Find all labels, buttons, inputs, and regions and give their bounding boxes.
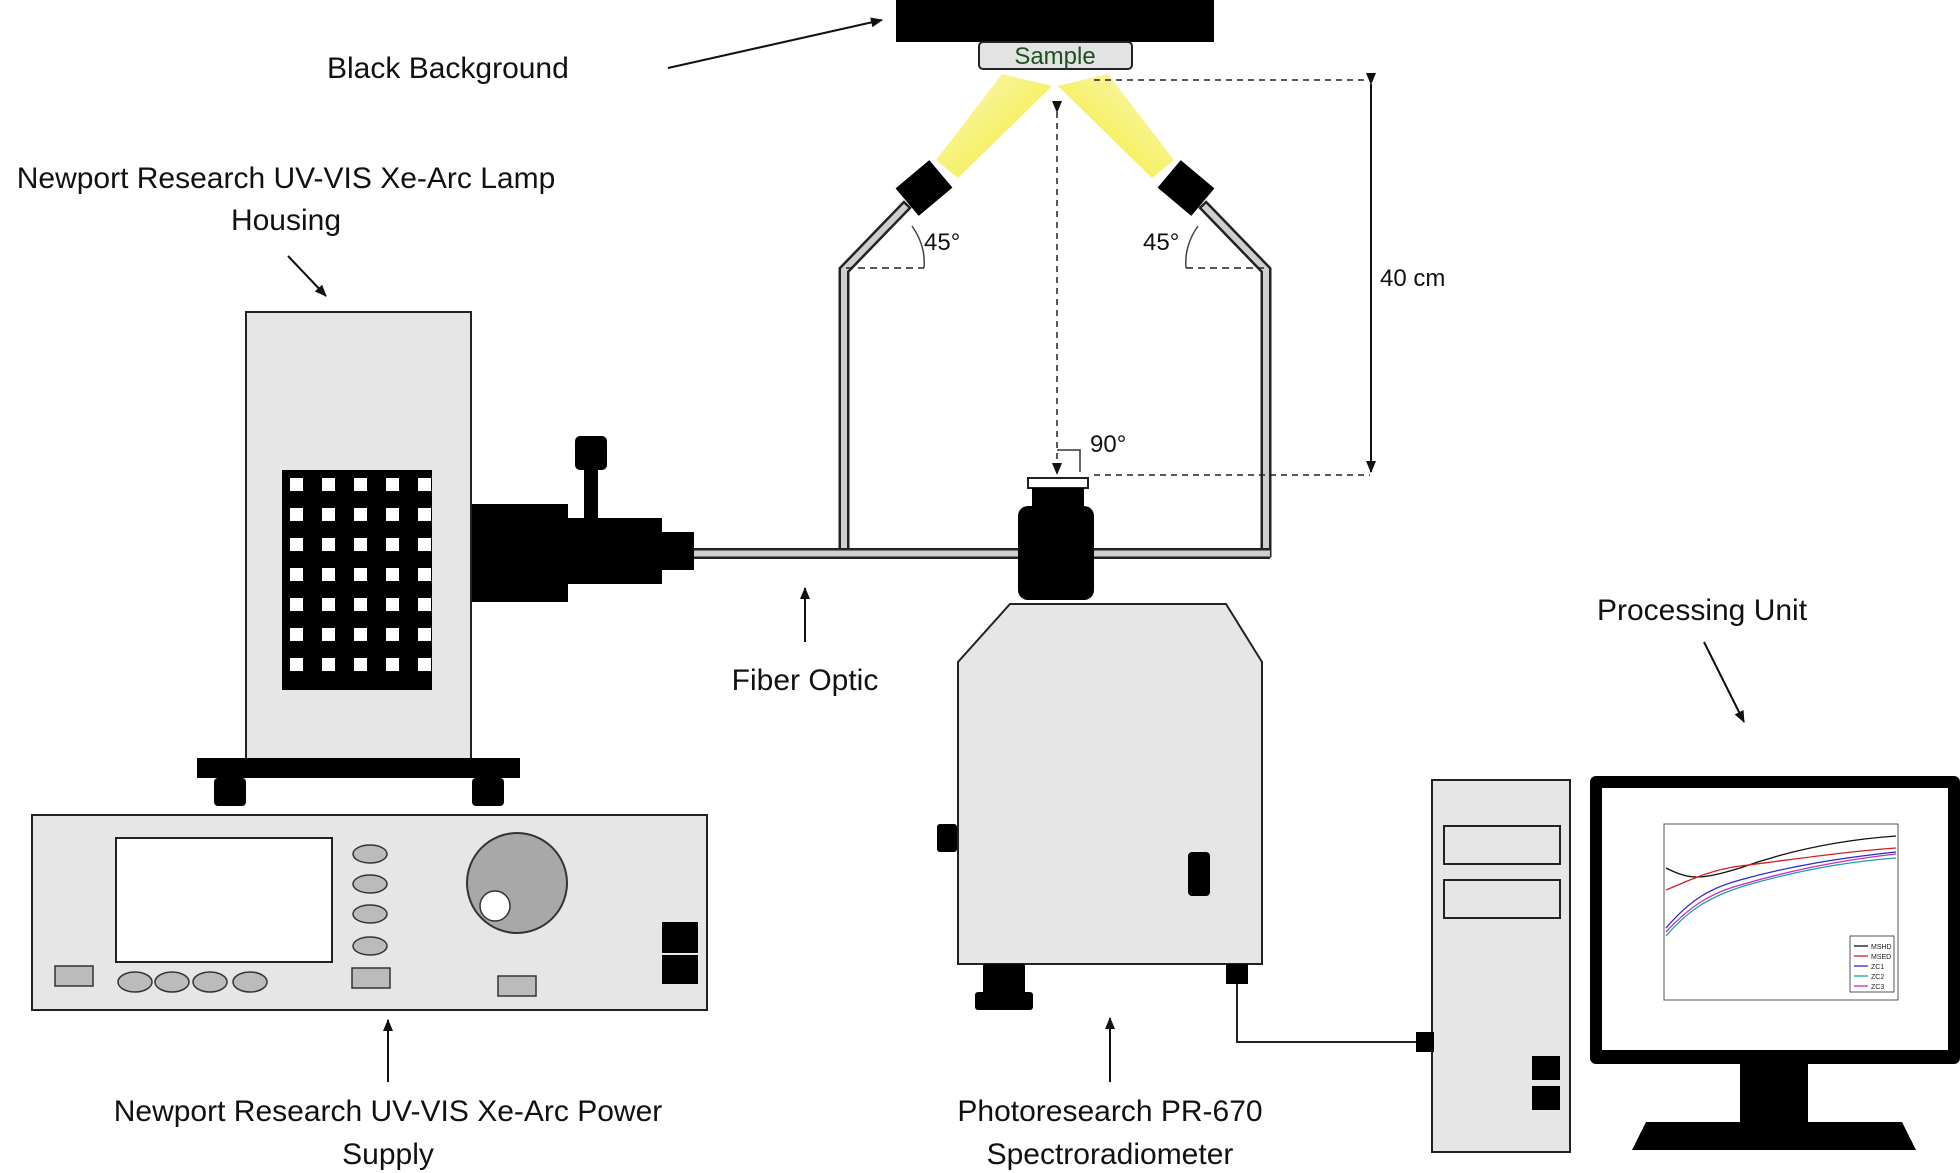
lamp-vent-cell bbox=[354, 598, 367, 611]
lamp-vent-cell bbox=[290, 598, 303, 611]
spectroradiometer bbox=[937, 477, 1263, 1010]
label-power-supply-line2: Supply bbox=[342, 1138, 434, 1171]
angle-arc-left bbox=[911, 225, 925, 269]
monitor-legend-label: MSED bbox=[1871, 954, 1891, 961]
lamp-vent-cell bbox=[290, 508, 303, 521]
monitor-chart-legend bbox=[1849, 935, 1895, 993]
lamp-vent-cell bbox=[322, 568, 335, 581]
lamp-vent-cell bbox=[290, 538, 303, 551]
label-spectroradiometer-line2: Spectroradiometer bbox=[987, 1138, 1234, 1171]
lamp-vent-cell bbox=[322, 598, 335, 611]
monitor-legend-label: ZC3 bbox=[1871, 984, 1884, 991]
sample-holder bbox=[978, 41, 1133, 70]
label-lamp-housing-line1: Newport Research UV-VIS Xe-Arc Lamp bbox=[17, 162, 556, 195]
arrow-lamp-housing bbox=[287, 255, 327, 297]
lamp-vent-cell bbox=[418, 568, 431, 581]
label-lamp-housing-line2: Housing bbox=[231, 204, 341, 237]
lamp-vent-cell bbox=[386, 508, 399, 521]
lamp-vent-cell bbox=[386, 658, 399, 671]
monitor-chart-line bbox=[1665, 853, 1897, 933]
monitor bbox=[1590, 776, 1960, 1150]
lamp-vent-cell bbox=[386, 478, 399, 491]
lamp-vent-cell bbox=[354, 478, 367, 491]
label-power-supply-line1: Newport Research UV-VIS Xe-Arc Power bbox=[114, 1095, 663, 1128]
arrow-black-background bbox=[667, 17, 883, 69]
lamp-vent-cell bbox=[418, 508, 431, 521]
lamp-vent-cell bbox=[290, 658, 303, 671]
data-cable bbox=[1236, 984, 1420, 1043]
lamp-vent-cell bbox=[418, 628, 431, 641]
lamp-vent-cell bbox=[354, 658, 367, 671]
lamp-vent-cell bbox=[354, 508, 367, 521]
arrow-processing-unit bbox=[1703, 641, 1745, 723]
monitor-legend-label: ZC2 bbox=[1871, 974, 1884, 981]
lamp-vent-cell bbox=[386, 628, 399, 641]
light-beam-left bbox=[936, 74, 1052, 178]
fiber-arm-right bbox=[1198, 200, 1272, 558]
lamp-vent-cell bbox=[290, 568, 303, 581]
monitor-legend-label: ZC1 bbox=[1871, 964, 1884, 971]
angle-label-left: 45° bbox=[924, 229, 960, 256]
lamp-vent-cell bbox=[290, 478, 303, 491]
label-fiber-optic: Fiber Optic bbox=[732, 664, 879, 697]
lamp-vent-cell bbox=[386, 538, 399, 551]
lamp-vent-cell bbox=[322, 628, 335, 641]
lamp-vent-cell bbox=[354, 628, 367, 641]
angle-arc-right bbox=[1185, 225, 1199, 269]
lamp-vent-cell bbox=[386, 568, 399, 581]
monitor-chart-line bbox=[1665, 851, 1897, 929]
monitor-legend-label: MSHD bbox=[1871, 944, 1892, 951]
lamp-vent-cell bbox=[418, 478, 431, 491]
computer-tower bbox=[1416, 779, 1571, 1153]
light-beam-right bbox=[1058, 74, 1174, 178]
label-processing-unit: Processing Unit bbox=[1597, 594, 1808, 627]
label-black-background: Black Background bbox=[327, 52, 569, 85]
monitor-chart-line bbox=[1665, 857, 1897, 937]
lamp-vent-cell bbox=[290, 628, 303, 641]
lamp-vent-cell bbox=[418, 538, 431, 551]
fiber-arm-left bbox=[838, 200, 912, 558]
monitor-chart-line bbox=[1665, 847, 1897, 891]
lamp-vent-cell bbox=[322, 508, 335, 521]
label-spectroradiometer-line1: Photoresearch PR-670 bbox=[957, 1095, 1262, 1128]
lamp-housing bbox=[197, 311, 694, 806]
lamp-vent-cell bbox=[322, 478, 335, 491]
power-supply bbox=[31, 814, 708, 1011]
lamp-vent-cell bbox=[322, 658, 335, 671]
lamp-vent-cell bbox=[386, 598, 399, 611]
lamp-vent-cell bbox=[354, 538, 367, 551]
right-angle-marker bbox=[1057, 449, 1081, 472]
sample-label: Sample bbox=[1014, 43, 1095, 70]
angle-label-90: 90° bbox=[1090, 431, 1126, 458]
lamp-vent-cell bbox=[354, 568, 367, 581]
angle-label-right: 45° bbox=[1143, 229, 1179, 256]
lamp-vent-cell bbox=[418, 658, 431, 671]
lamp-vent-cell bbox=[322, 538, 335, 551]
fiber-optic-cable bbox=[690, 548, 1270, 559]
distance-label: 40 cm bbox=[1380, 265, 1445, 292]
light-head-left bbox=[895, 160, 953, 216]
black-background-panel bbox=[896, 0, 1214, 42]
lamp-vent-cell bbox=[418, 598, 431, 611]
light-head-right bbox=[1157, 160, 1215, 216]
